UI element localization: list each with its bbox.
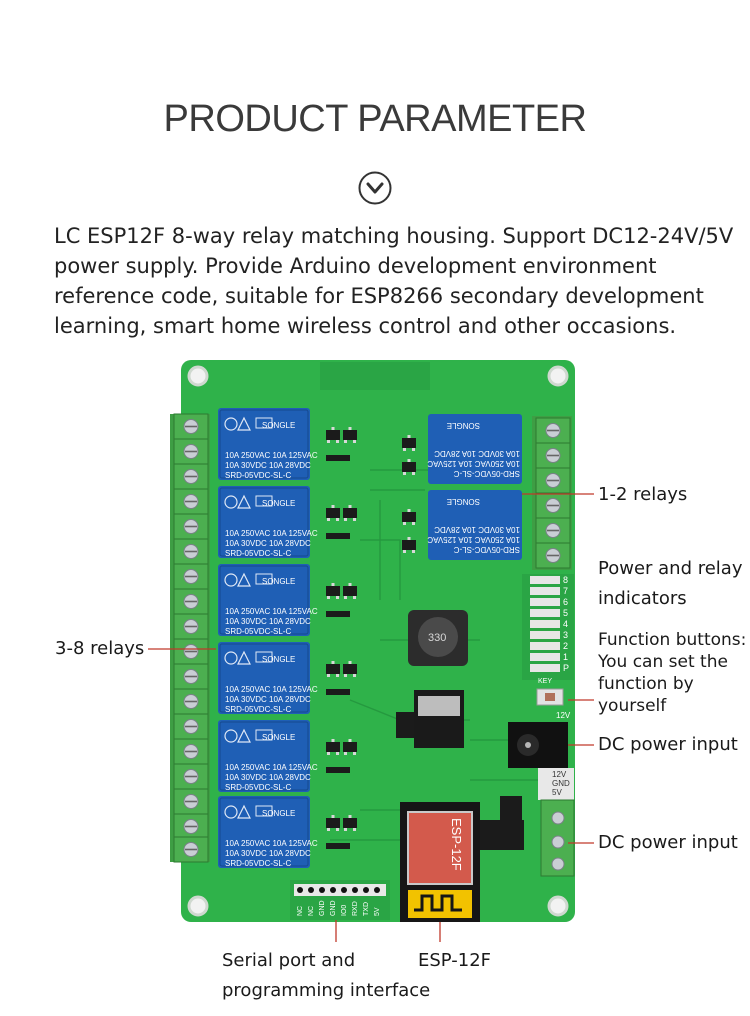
- relay-rating-text: 10A 250VAC 10A 125VAC: [225, 685, 318, 694]
- relay-brand-text: SONGLE: [262, 421, 295, 430]
- label-function-buttons: Function buttons: You can set the functi…: [598, 630, 747, 716]
- svg-text:12V: 12V: [556, 711, 571, 720]
- esp12f-module: ESP-12F: [400, 802, 480, 922]
- svg-text:4: 4: [563, 619, 568, 629]
- svg-text:6: 6: [563, 597, 568, 607]
- svg-text:3: 3: [563, 630, 568, 640]
- chevron-down-circle-icon: [358, 171, 392, 205]
- label-dc-power-input: DC power input: [598, 832, 738, 853]
- relay-rating-text: 10A 30VDC 10A 28VDC: [434, 525, 520, 534]
- relay-brand-text: SONGLE: [262, 655, 295, 664]
- relay-rating-text: 10A 30VDC 10A 28VDC: [225, 849, 311, 858]
- svg-text:IO0: IO0: [341, 905, 348, 916]
- power-inductor: 330: [408, 610, 468, 666]
- relay-rating-text: 10A 30VDC 10A 28VDC: [225, 539, 311, 548]
- svg-text:TXD: TXD: [363, 902, 370, 916]
- svg-text:5: 5: [563, 608, 568, 618]
- serial-header: NC NC GND GND IO0 RXD TXD 5V: [290, 880, 390, 920]
- relay-model-text: SRD-05VDC-SL-C: [454, 469, 520, 478]
- svg-text:KEY: KEY: [538, 678, 552, 685]
- relay-rating-text: 10A 30VDC 10A 28VDC: [225, 461, 311, 470]
- label-power-relay-indicators: Power and relay indicators: [598, 558, 743, 609]
- relay-brand-text: SONGLE: [262, 499, 295, 508]
- dc-screw-terminal: [540, 799, 575, 877]
- svg-text:RXD: RXD: [352, 901, 359, 916]
- svg-text:NC: NC: [297, 906, 304, 916]
- left-terminal-block: [170, 413, 210, 863]
- svg-text:1: 1: [563, 652, 568, 662]
- relay-brand-text: SONGLE: [447, 421, 480, 430]
- description-line: power supply. Provide Arduino developmen…: [54, 254, 657, 278]
- relay-brand-text: SONGLE: [262, 577, 295, 586]
- label-esp12f: ESP-12F: [418, 950, 492, 971]
- relay-brand-text: SONGLE: [262, 733, 295, 742]
- relay-model-text: SRD-05VDC-SL-C: [225, 859, 291, 868]
- relay-model-text: SRD-05VDC-SL-C: [454, 545, 520, 554]
- relay-model-text: SRD-05VDC-SL-C: [225, 783, 291, 792]
- relay-rating-text: 10A 250VAC 10A 125VAC: [427, 535, 520, 544]
- page-title: PRODUCT PARAMETER: [163, 98, 587, 140]
- svg-text:12V: 12V: [552, 770, 567, 779]
- svg-text:5V: 5V: [552, 788, 562, 797]
- dc-barrel-jack: [508, 722, 568, 768]
- relay-rating-text: 10A 30VDC 10A 28VDC: [225, 773, 311, 782]
- relay-brand-text: SONGLE: [447, 497, 480, 506]
- label-serial-port: Serial port and programming interface: [222, 950, 431, 1001]
- relay-rating-text: 10A 250VAC 10A 125VAC: [225, 529, 318, 538]
- relay-rating-text: 10A 250VAC 10A 125VAC: [225, 451, 318, 460]
- svg-text:7: 7: [563, 586, 568, 596]
- svg-text:8: 8: [563, 575, 568, 585]
- relay-rating-text: 10A 250VAC 10A 125VAC: [225, 763, 318, 772]
- relay-rating-text: 10A 250VAC 10A 125VAC: [225, 839, 318, 848]
- relay-model-text: SRD-05VDC-SL-C: [225, 471, 291, 480]
- relay-brand-text: SONGLE: [262, 809, 295, 818]
- label-relays-3-8: 3-8 relays: [55, 638, 145, 659]
- svg-text:5V: 5V: [374, 907, 381, 916]
- relay-rating-text: 10A 30VDC 10A 28VDC: [434, 449, 520, 458]
- relay-rating-text: 10A 250VAC 10A 125VAC: [225, 607, 318, 616]
- svg-text:NC: NC: [308, 906, 315, 916]
- svg-text:GND: GND: [552, 779, 570, 788]
- relay-rating-text: 10A 30VDC 10A 28VDC: [225, 695, 311, 704]
- relay-rating-text: 10A 250VAC 10A 125VAC: [427, 459, 520, 468]
- relay-model-text: SRD-05VDC-SL-C: [225, 627, 291, 636]
- right-terminal-block: [532, 416, 572, 570]
- product-description: LC ESP12F 8-way relay matching housing. …: [54, 221, 734, 341]
- svg-text:P: P: [563, 663, 569, 673]
- svg-text:GND: GND: [319, 900, 326, 916]
- svg-text:330: 330: [428, 632, 446, 644]
- description-line: learning, smart home wireless control an…: [54, 314, 677, 338]
- description-line: reference code, suitable for ESP8266 sec…: [54, 284, 704, 308]
- svg-text:2: 2: [563, 641, 568, 651]
- label-relays-1-2: 1-2 relays: [598, 484, 688, 505]
- relays-1-2: SRD-05VDC-SL-C 10A 250VAC 10A 125VAC 10A…: [427, 414, 522, 560]
- relay-model-text: SRD-05VDC-SL-C: [225, 705, 291, 714]
- led-indicator-column: 8 7 6 5 4 3 2 1 P KEY: [522, 574, 574, 685]
- relay-model-text: SRD-05VDC-SL-C: [225, 549, 291, 558]
- annotation-lines: [148, 493, 594, 942]
- description-line: LC ESP12F 8-way relay matching housing. …: [54, 224, 734, 248]
- label-dc-power-input: DC power input: [598, 734, 738, 755]
- svg-text:ESP-12F: ESP-12F: [449, 818, 464, 871]
- relay-rating-text: 10A 30VDC 10A 28VDC: [225, 617, 311, 626]
- svg-text:GND: GND: [330, 900, 337, 916]
